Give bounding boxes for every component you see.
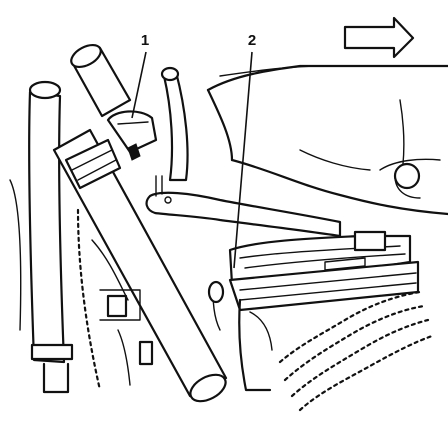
- engine-block: [206, 64, 448, 216]
- mounting-bracket: [145, 175, 342, 238]
- lower-housing: [207, 280, 273, 392]
- injector-harness: [278, 290, 434, 412]
- fuel-rail-assembly: [228, 230, 420, 312]
- arrow-right-icon: [343, 16, 415, 59]
- wiring-harness-left: [9, 179, 154, 392]
- callout-2-label: 2: [248, 32, 256, 49]
- upper-hose: [70, 43, 189, 182]
- callout-1-leader: [131, 51, 147, 119]
- callout-1: 1: [131, 32, 149, 119]
- vacuum-hose-left: [28, 80, 74, 394]
- callout-1-label: 1: [141, 32, 149, 49]
- component-1-connector: [106, 110, 158, 161]
- breather-tube: [52, 128, 228, 403]
- callout-2: 2: [233, 32, 256, 269]
- callout-2-leader: [233, 51, 253, 269]
